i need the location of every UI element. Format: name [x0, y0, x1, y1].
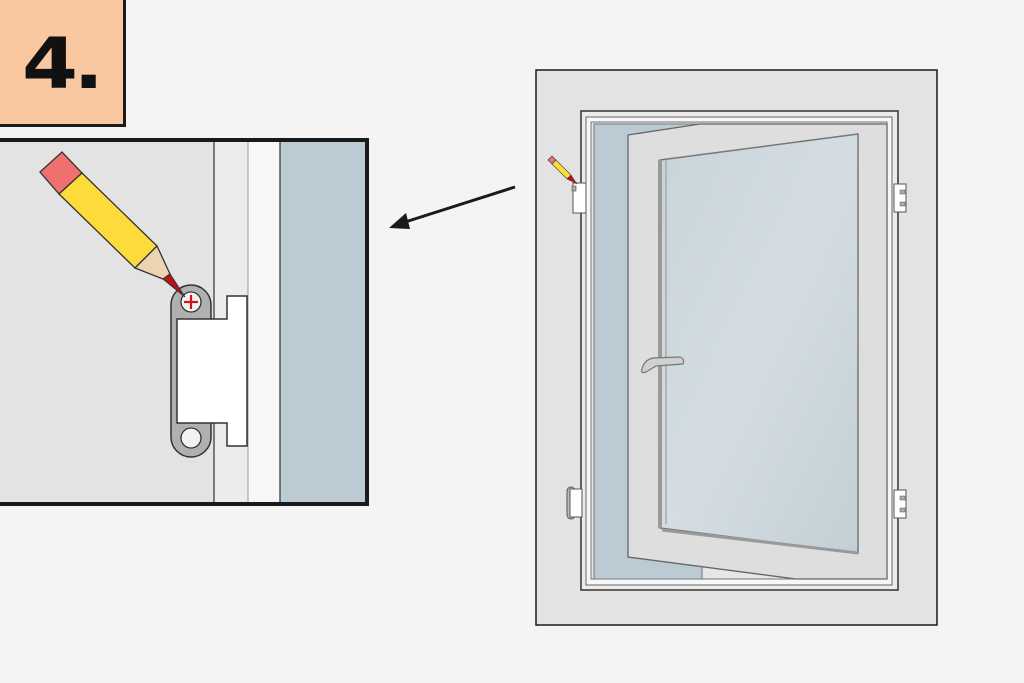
hinge-bracket-zoom [170, 284, 248, 458]
step-badge: 4. [0, 0, 126, 127]
pencil-icon-small [547, 155, 578, 185]
step-number: 4. [22, 22, 104, 105]
window-sash-open [627, 123, 888, 580]
hinge-plate [176, 295, 248, 447]
hinge-icon-right-top [893, 183, 907, 213]
hinge-icon-left-bottom [566, 486, 583, 520]
pencil-mark-icon [184, 295, 198, 309]
zoom-panel-border [0, 138, 369, 506]
zoom-detail-panel [0, 138, 369, 506]
sash-glass [659, 133, 859, 554]
zoom-glass [280, 140, 367, 504]
window-handle-icon [640, 356, 685, 374]
arrow-left-icon [389, 185, 516, 229]
pencil-icon [39, 151, 186, 298]
hinge-icon-right-bottom [893, 489, 907, 519]
screw-hole-bottom [180, 427, 202, 449]
hinge-icon [571, 182, 587, 214]
zoom-frame-inner [248, 140, 280, 504]
window-overview [535, 69, 938, 626]
